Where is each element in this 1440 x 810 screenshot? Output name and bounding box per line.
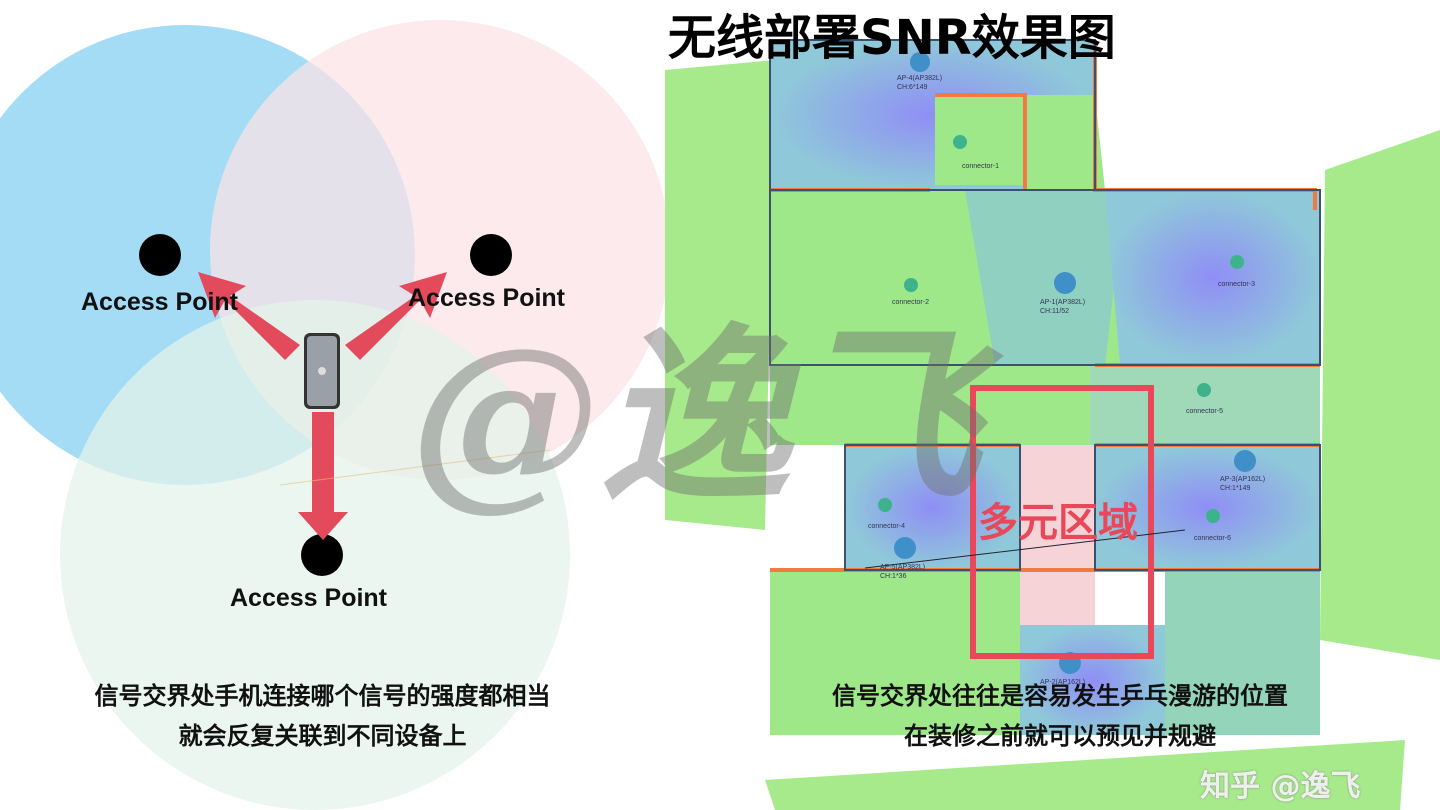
- arrow-right: [345, 272, 447, 360]
- location-pin-icon: [878, 498, 892, 512]
- ap-markers: [894, 52, 1256, 674]
- wifi-ap-icon: [1234, 450, 1256, 472]
- connector-label-2: connector-2: [892, 299, 929, 306]
- arrow-down: [298, 412, 348, 540]
- connector-label-5: connector-5: [1186, 408, 1223, 415]
- wifi-ap-icon: [910, 52, 930, 72]
- signal-overlap-diagram: [0, 20, 665, 810]
- location-pin-icon: [953, 135, 967, 149]
- connector-label-6: connector-6: [1194, 535, 1231, 542]
- multi-zone-highlight: [970, 385, 1154, 659]
- left-caption-line-1: 信号交界处手机连接哪个信号的强度都相当: [94, 682, 551, 710]
- snr-heatmap: [665, 39, 1440, 810]
- connector-markers: [878, 135, 1244, 523]
- right-caption: 信号交界处往往是容易发生乒乓漫游的位置 在装修之前就可以预见并规避: [740, 676, 1380, 756]
- left-caption-line-2: 就会反复关联到不同设备上: [178, 722, 467, 750]
- access-point-dot-1: [139, 234, 181, 276]
- ap-label-4: AP-4(AP382L) CH:6*149: [897, 75, 943, 91]
- access-point-label-1: Access Point: [81, 288, 239, 316]
- left-caption: 信号交界处手机连接哪个信号的强度都相当 就会反复关联到不同设备上: [0, 676, 645, 756]
- multi-zone-label: 多元区域: [978, 500, 1138, 546]
- arrows: [198, 272, 447, 540]
- ap-label-2: AP-2(AP162L): [1040, 679, 1086, 686]
- location-pin-icon: [1230, 255, 1244, 269]
- right-caption-line-2: 在装修之前就可以预见并规避: [904, 722, 1216, 750]
- location-pin-icon: [1206, 509, 1220, 523]
- ap-label-3: AP-3(AP162L) CH:1*149: [1220, 476, 1266, 492]
- author-watermark: @逸飞: [410, 305, 981, 528]
- access-point-dot-2: [470, 234, 512, 276]
- right-caption-line-1: 信号交界处往往是容易发生乒乓漫游的位置: [832, 682, 1288, 710]
- connector-label-1: connector-1: [962, 163, 999, 170]
- page-title: 无线部署SNR效果图: [668, 10, 1116, 66]
- wifi-ap-icon: [894, 537, 916, 559]
- arrow-left: [198, 272, 300, 360]
- access-point-dot-3: [301, 534, 343, 576]
- ap-label-1: AP-1(AP382L) CH:11/52: [1040, 299, 1086, 315]
- access-point-label-3: Access Point: [230, 584, 388, 612]
- wifi-ap-icon: [1054, 272, 1076, 294]
- connector-label-4: connector-4: [868, 523, 905, 530]
- smartphone-icon: [304, 333, 340, 409]
- ap-label-5: AP-5(AP382L) CH:1*36: [880, 564, 926, 580]
- access-point-label-2: Access Point: [408, 284, 566, 312]
- location-pin-icon: [1197, 383, 1211, 397]
- location-pin-icon: [904, 278, 918, 292]
- platform-watermark: 知乎 @逸飞: [1200, 769, 1361, 804]
- connector-label-3: connector-3: [1218, 281, 1255, 288]
